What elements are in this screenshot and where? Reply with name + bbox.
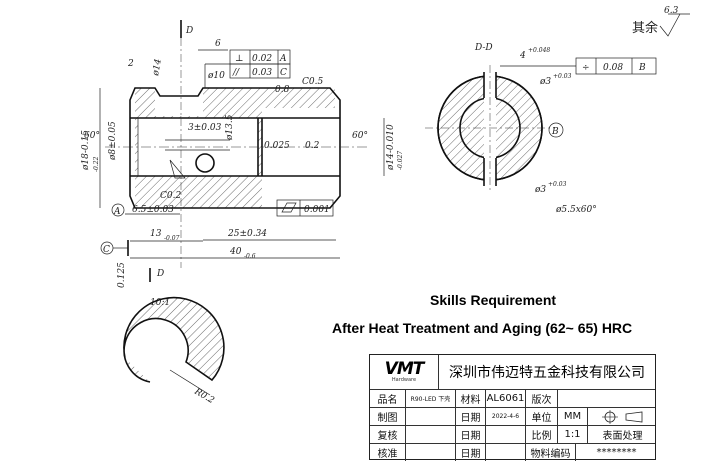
svg-text:R0.2: R0.2 xyxy=(192,386,216,406)
fcf-perpendicularity: ⊥ 0.02 A xyxy=(229,49,291,65)
svg-text:13: 13 xyxy=(150,229,162,239)
svg-text:ø8±0.05: ø8±0.05 xyxy=(108,121,118,161)
svg-text:60°: 60° xyxy=(84,131,100,141)
detail-view: 10:1 R0.2 xyxy=(123,296,225,406)
svg-text:ø3: ø3 xyxy=(539,77,551,87)
company-name: 深圳市伟迈特五金科技有限公司 xyxy=(438,355,655,389)
svg-text:÷: ÷ xyxy=(582,63,590,73)
svg-text:6: 6 xyxy=(215,39,221,49)
datum-c: C xyxy=(100,240,129,256)
svg-text:ø3: ø3 xyxy=(534,185,546,195)
svg-text:-0.6: -0.6 xyxy=(244,253,256,260)
svg-text:3±0.03: 3±0.03 xyxy=(188,123,222,133)
title-block: VMT Hardware 深圳市伟迈特五金科技有限公司 品名 R90-LED 下… xyxy=(369,354,656,461)
svg-text:6.5±0.03: 6.5±0.03 xyxy=(132,205,174,215)
svg-text:+0.03: +0.03 xyxy=(553,73,572,80)
svg-text:A: A xyxy=(279,54,287,64)
svg-text:6.3: 6.3 xyxy=(664,6,679,16)
svg-text:0.02: 0.02 xyxy=(252,54,272,64)
title-row-1: 品名 R90-LED 下壳 材料 AL6061 版次 xyxy=(370,389,655,407)
skills-requirement-title: Skills Requirement xyxy=(430,292,557,308)
svg-text:ø14-0.010: ø14-0.010 xyxy=(386,124,396,171)
svg-text:ø10: ø10 xyxy=(207,71,225,81)
fcf-flatness: 0.001 xyxy=(260,199,334,217)
svg-text:4: 4 xyxy=(519,51,526,61)
svg-text:C0.2: C0.2 xyxy=(160,191,181,201)
svg-text:0.125: 0.125 xyxy=(117,262,127,288)
svg-text:+0.03: +0.03 xyxy=(548,181,567,188)
vmt-logo: VMT Hardware xyxy=(384,359,425,384)
fcf-parallelism: // 0.03 C xyxy=(229,63,291,79)
svg-text:ø5.5x60°: ø5.5x60° xyxy=(555,205,597,215)
svg-text:C: C xyxy=(280,68,287,78)
svg-text:-0.07: -0.07 xyxy=(164,235,180,242)
svg-text:0.8: 0.8 xyxy=(275,85,290,95)
svg-text:B: B xyxy=(638,63,646,73)
heat-treatment-requirement: After Heat Treatment and Aging (62~ 65) … xyxy=(332,320,633,336)
title-row-2: 制图 日期 2022-4-6 单位 MM xyxy=(370,407,655,425)
svg-text:B: B xyxy=(551,127,559,137)
roughness-symbol: 其余 6.3 xyxy=(632,6,690,37)
svg-text:2: 2 xyxy=(127,59,134,69)
svg-text:0.03: 0.03 xyxy=(252,68,272,78)
svg-text:A: A xyxy=(113,207,121,217)
svg-text://: // xyxy=(232,68,240,78)
svg-text:ø18-0.15: ø18-0.15 xyxy=(81,130,91,171)
title-row-4: 核准 日期 物料编码 ******** xyxy=(370,443,655,461)
svg-text:C: C xyxy=(103,245,110,255)
datum-a: A xyxy=(111,203,125,217)
svg-text:C0.5: C0.5 xyxy=(302,77,323,87)
fcf-symmetry: ÷ 0.08 B xyxy=(500,57,657,75)
svg-text:0.2: 0.2 xyxy=(305,141,320,151)
svg-text:D: D xyxy=(185,26,193,36)
svg-text:⊥: ⊥ xyxy=(235,54,243,64)
title-row-3: 复核 日期 比例 1:1 表面处理 xyxy=(370,425,655,443)
svg-text:ø13.5: ø13.5 xyxy=(225,114,235,141)
svg-text:0.025: 0.025 xyxy=(264,141,290,151)
svg-text:-0.027: -0.027 xyxy=(397,151,404,170)
svg-text:D-D: D-D xyxy=(474,43,493,53)
section-view: D-D 4 +0.048 ø3 +0.03 ø3 +0.03 ø5.5x60° … xyxy=(425,43,657,215)
main-view: D D ⊥ 0.02 A // 0.03 C 0.001 xyxy=(81,20,404,288)
svg-text:40: 40 xyxy=(229,247,242,257)
svg-text:D: D xyxy=(156,269,164,279)
svg-text:60°: 60° xyxy=(352,131,368,141)
dimension-labels: 6 2 ø14 ø10 ø8±0.05 ø18-0.15 -0.22 3±0.0… xyxy=(81,39,404,288)
svg-text:25±0.34: 25±0.34 xyxy=(227,229,267,239)
svg-text:+0.048: +0.048 xyxy=(528,47,550,54)
svg-text:-0.22: -0.22 xyxy=(93,156,100,172)
svg-text:0.08: 0.08 xyxy=(603,63,623,73)
svg-text:其余: 其余 xyxy=(632,20,658,36)
svg-text:0.001: 0.001 xyxy=(304,205,330,215)
projection-symbol xyxy=(587,408,657,425)
svg-text:ø14: ø14 xyxy=(151,58,164,78)
